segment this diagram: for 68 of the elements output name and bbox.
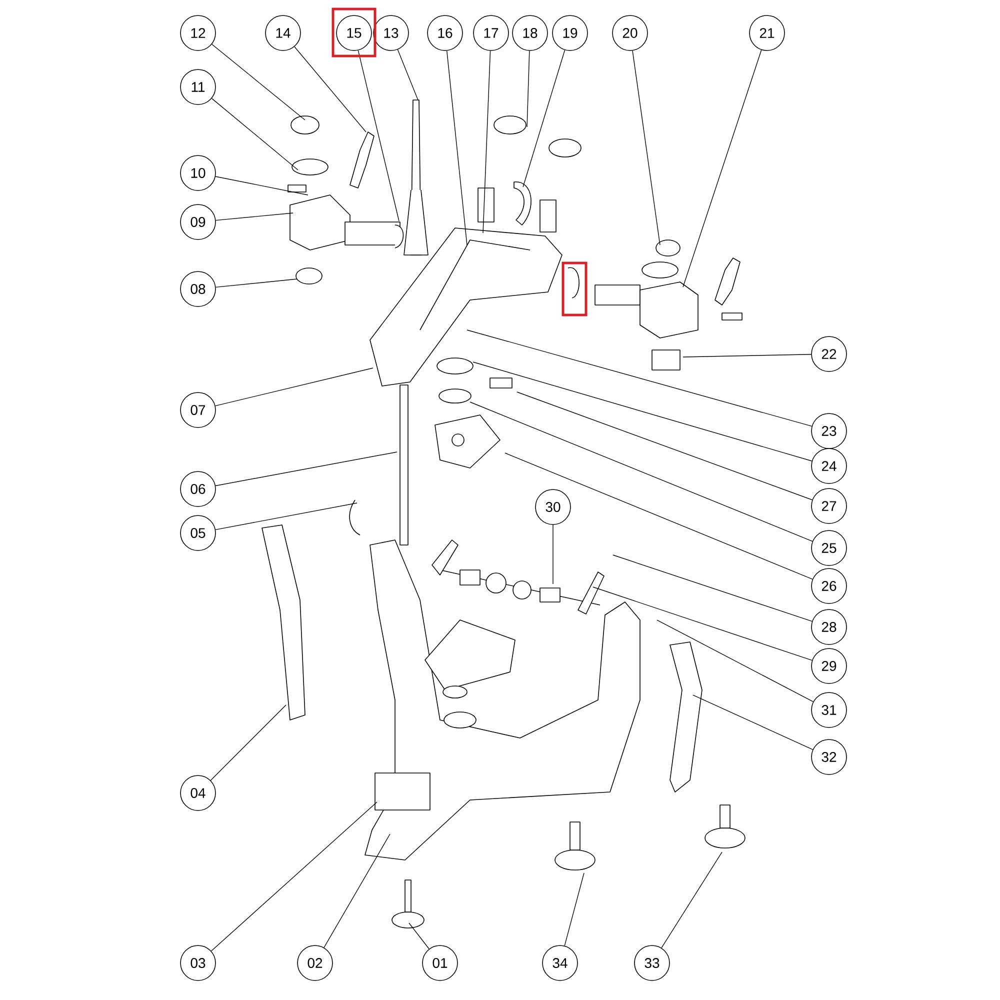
callout-number: 10 (180, 155, 216, 191)
leader-line (470, 402, 813, 542)
callout-number: 08 (180, 271, 216, 307)
callout-number: 34 (542, 945, 578, 981)
callout-number: 20 (612, 15, 648, 51)
leader-line (522, 50, 566, 188)
leader-line (215, 502, 358, 530)
callout-number: 07 (180, 392, 216, 428)
leader-line (408, 922, 430, 950)
callout-number: 13 (373, 15, 409, 51)
leader-line (446, 50, 468, 246)
leader-line (526, 50, 530, 128)
callout-number: 14 (265, 15, 301, 51)
callout-number: 12 (180, 15, 216, 51)
leader-line (215, 368, 374, 406)
callout-number: 11 (180, 69, 216, 105)
callout-number: 23 (811, 413, 847, 449)
leader-line (552, 524, 554, 584)
leader-line (397, 49, 418, 100)
callout-number: 31 (811, 692, 847, 728)
callout-number: 32 (811, 739, 847, 775)
leader-line (632, 50, 660, 246)
leader-line (472, 362, 812, 462)
callout-number: 03 (180, 945, 216, 981)
leader-line (358, 50, 400, 222)
callout-number: 29 (811, 648, 847, 684)
leader-line (324, 834, 390, 948)
callout-number: 25 (811, 530, 847, 566)
callout-number: 02 (297, 945, 333, 981)
callout-number: 30 (535, 489, 571, 525)
leader-line (692, 694, 814, 750)
leader-line (466, 330, 812, 427)
leader-line (516, 392, 813, 500)
callout-number: 26 (811, 568, 847, 604)
leader-line (564, 872, 584, 946)
callout-number: 06 (180, 471, 216, 507)
leader-line (656, 620, 814, 702)
leader-line (215, 176, 308, 196)
leader-line (211, 98, 298, 170)
leader-line (215, 212, 294, 221)
callout-number: 18 (512, 15, 548, 51)
leader-line (504, 452, 813, 580)
leader-line (210, 802, 378, 952)
leader-line (612, 554, 812, 622)
callout-number: 15 (336, 15, 372, 51)
leader-line (210, 704, 286, 781)
callout-number: 17 (473, 15, 509, 51)
callout-number: 04 (180, 775, 216, 811)
callout-number: 24 (811, 448, 847, 484)
leader-line (682, 50, 762, 288)
callout-number: 28 (811, 609, 847, 645)
callout-number: 01 (422, 945, 458, 981)
callout-number: 09 (180, 204, 216, 240)
callout-number: 22 (811, 336, 847, 372)
leader-line (482, 50, 491, 234)
leader-line (661, 852, 722, 948)
leader-line (294, 46, 366, 132)
callout-number: 21 (749, 15, 785, 51)
leader-line (212, 44, 306, 120)
leader-line (592, 586, 812, 661)
leader-line (215, 452, 398, 486)
leader-line (215, 278, 298, 288)
callout-number: 16 (427, 15, 463, 51)
callout-number: 19 (552, 15, 588, 51)
callout-number: 33 (634, 945, 670, 981)
callout-number: 05 (180, 515, 216, 551)
callout-number: 27 (811, 488, 847, 524)
leader-line (682, 354, 812, 358)
